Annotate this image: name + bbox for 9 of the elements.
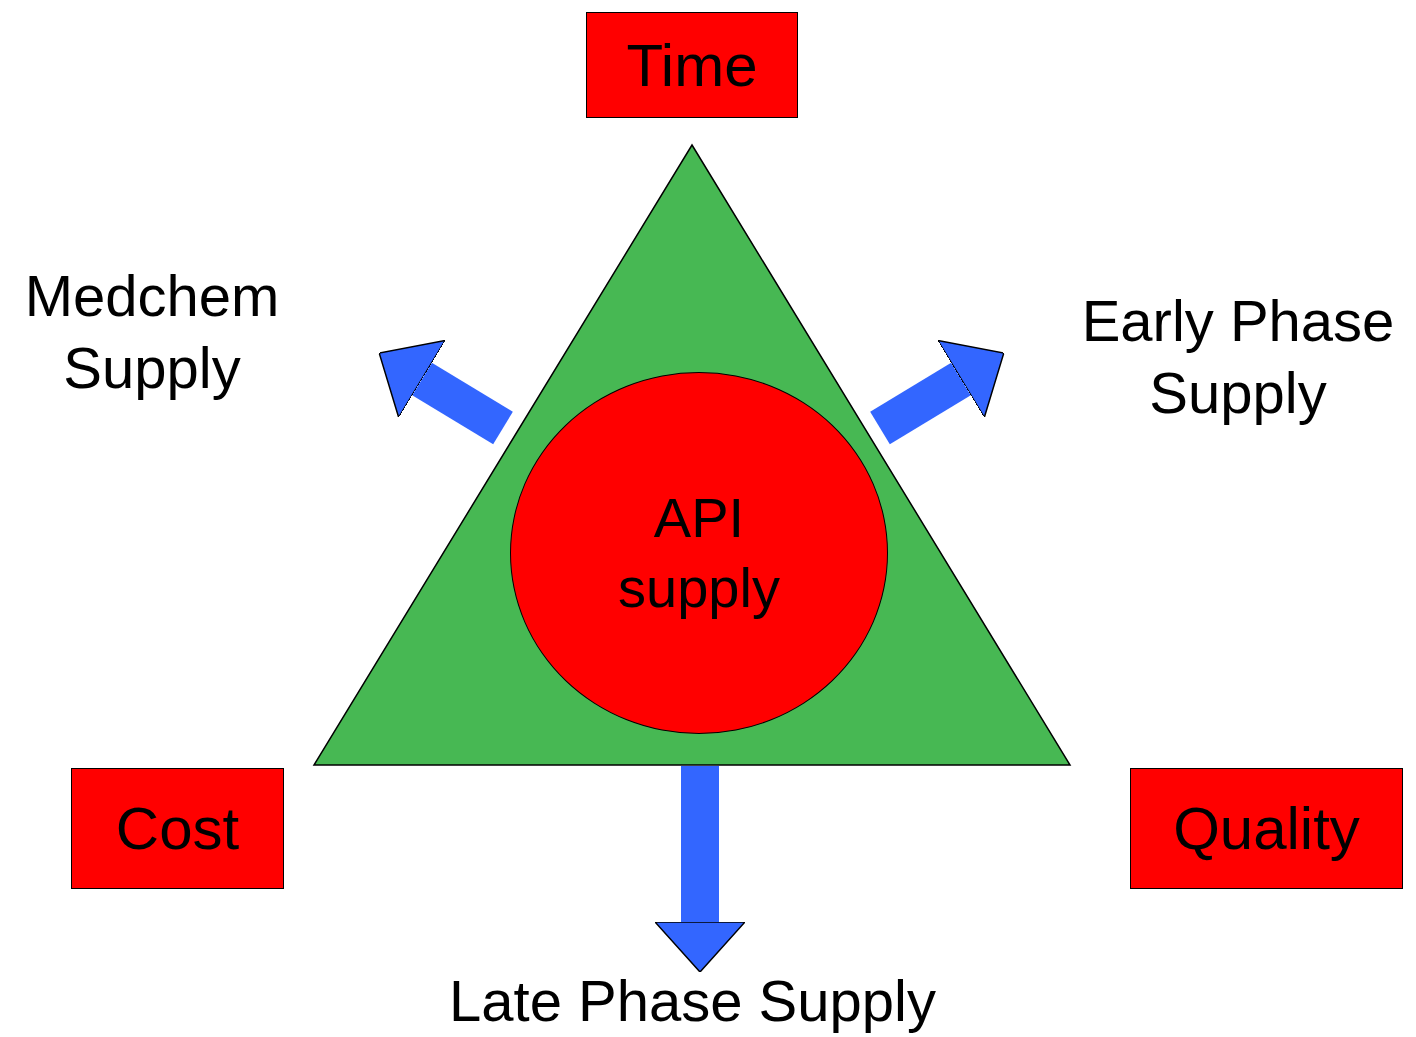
block-arrow: [654, 766, 746, 973]
block-arrow: [870, 339, 1005, 445]
supply-label: Late Phase Supply: [400, 966, 985, 1037]
supply-label: Early Phase Supply: [1062, 287, 1414, 427]
category-box: Time: [586, 12, 798, 118]
block-arrow: [378, 339, 513, 445]
supply-label: Medchem Supply: [6, 262, 298, 402]
category-box: Quality: [1130, 768, 1403, 889]
category-box: Cost: [71, 768, 284, 889]
